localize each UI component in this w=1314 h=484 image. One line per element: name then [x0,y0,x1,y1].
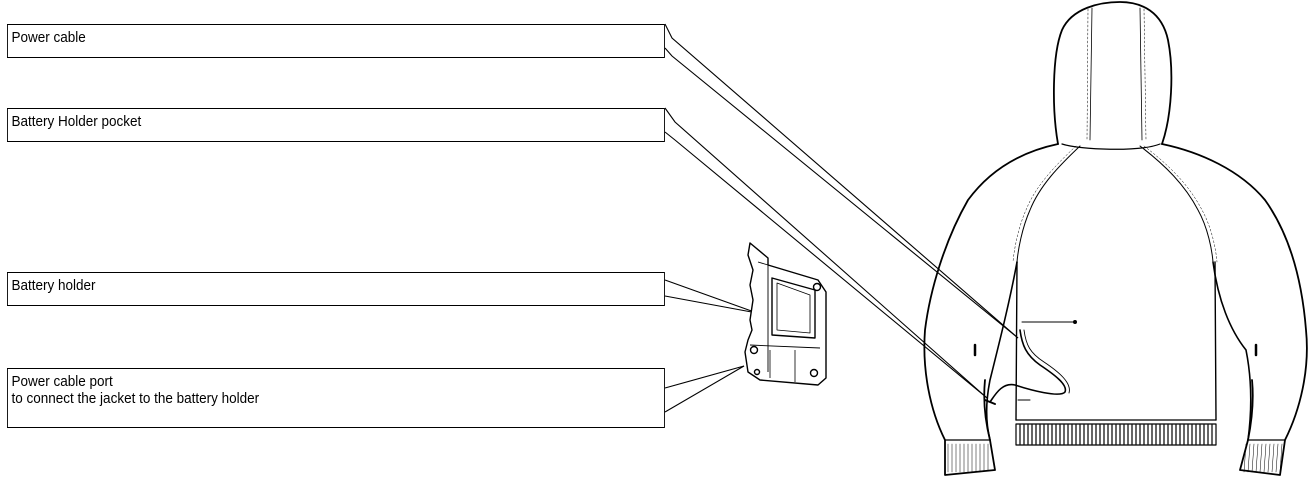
leader-battery-holder-pocket [664,107,988,399]
label-battery-holder-pocket-text: Battery Holder pocket [11,113,142,130]
leader-power-cable-2 [664,47,1019,339]
leader-power-cable-port-2 [664,365,745,413]
leader-battery-holder [664,279,758,314]
label-power-cable-port-line1: Power cable port [11,373,113,390]
leader-power-cable-port [664,365,745,389]
battery-holder-drawing [744,242,827,386]
label-battery-holder: Battery holder [7,272,665,306]
label-power-cable-port-line2: to connect the jacket to the battery hol… [11,390,260,407]
label-power-cable: Power cable [7,24,665,58]
label-battery-holder-pocket: Battery Holder pocket [7,108,665,142]
leader-battery-holder-2 [664,295,758,314]
leader-power-cable [664,23,1019,339]
jacket-drawing [923,1,1308,476]
label-power-cable-text: Power cable [11,29,86,46]
leader-lines [664,23,1019,413]
label-power-cable-port: Power cable port to connect the jacket t… [7,368,665,428]
leader-battery-holder-pocket-2 [664,131,988,399]
label-battery-holder-text: Battery holder [11,277,96,294]
